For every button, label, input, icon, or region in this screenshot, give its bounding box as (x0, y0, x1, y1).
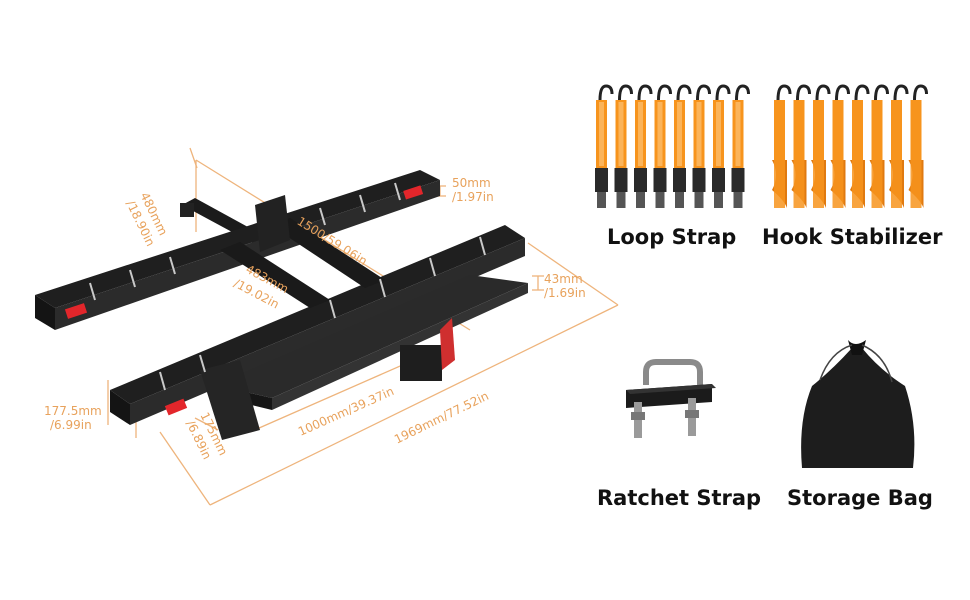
loop-strap (673, 84, 692, 208)
label-hook-stabilizer: Hook Stabilizer (762, 225, 943, 249)
receiver-mount (400, 345, 442, 381)
dim-left-height: 177.5mm /6.99in (44, 404, 102, 432)
hook-stabilizer-icon (772, 84, 928, 208)
upright-post (255, 195, 290, 252)
loop-strap (692, 84, 711, 208)
label-loop-strap: Loop Strap (607, 225, 737, 249)
dim-ramp-height: 43mm /1.69in (544, 272, 586, 300)
loop-strap (731, 84, 750, 208)
hook-strap (889, 84, 909, 208)
hook-strap (908, 84, 928, 208)
hook-strap (830, 84, 850, 208)
label-ratchet-strap: Ratchet Strap (597, 486, 762, 510)
label-storage-bag: Storage Bag (787, 486, 933, 510)
hitch-rack (35, 170, 528, 440)
front-rail (110, 225, 525, 404)
loop-strap (614, 84, 633, 208)
u-bolt-hitch-icon (626, 359, 716, 438)
reflector (164, 398, 188, 416)
hook-strap (772, 84, 792, 208)
reflector (403, 185, 424, 200)
rail-rungs (89, 182, 486, 391)
loop-strap (712, 84, 731, 208)
hook-strap (791, 84, 811, 208)
cross-beam (220, 242, 330, 308)
hook-strap (850, 84, 870, 208)
loop-strap (634, 84, 653, 208)
storage-bag-icon (801, 340, 915, 468)
loop-strap (653, 84, 672, 208)
hook-strap (869, 84, 889, 208)
back-rail (35, 170, 440, 308)
hook-strap (811, 84, 831, 208)
loop-strap-icon (595, 84, 750, 208)
loading-ramp (215, 275, 528, 398)
reflector (64, 303, 88, 319)
dim-height-top: 50mm /1.97in (452, 176, 494, 204)
loop-strap (595, 84, 614, 208)
